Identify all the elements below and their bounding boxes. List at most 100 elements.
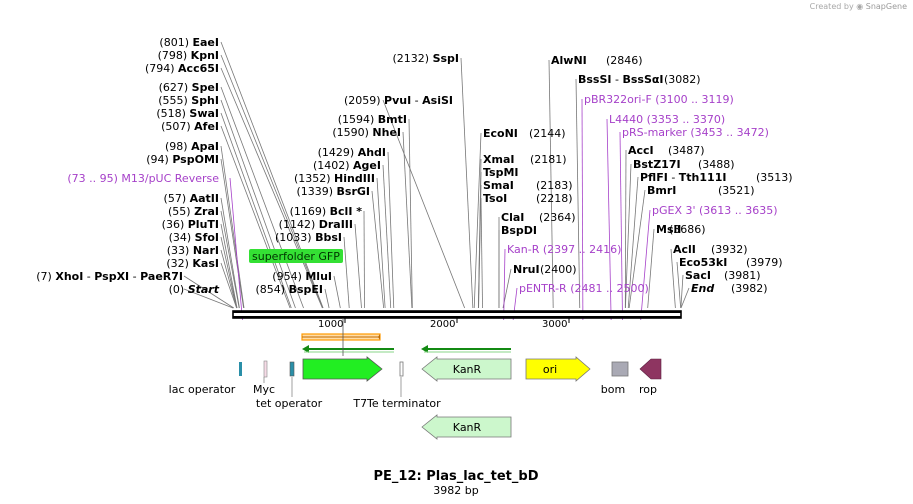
enzyme-label: TsoI [483,192,507,205]
connector-line [220,249,238,309]
svg-text:superfolder GFP: superfolder GFP [252,250,340,263]
enzyme-label: (1169) BclI * [290,205,363,218]
connector-line [183,288,234,309]
enzyme-label: (98) ApaI [165,140,219,153]
connector-line [371,190,385,309]
connector-line [647,228,655,309]
ruler: 1000 2000 3000 [318,317,570,330]
connector-line [408,118,413,309]
enzyme-label: BspDI [501,224,537,237]
enzyme-label: (55) ZraI [168,205,219,218]
connector-line [220,125,291,309]
feature-labels: lac operator Myc tet operator T7Te termi… [169,383,657,410]
enzyme-position: (2183) [536,179,573,192]
enzyme-label: AlwNI [551,54,587,67]
primer-label: Kan-R (2397 .. 2416) [507,243,621,256]
enzyme-label: (2059) PvuI - AsiSI [344,94,453,107]
enzyme-label: (1352) HindIII [294,172,375,185]
primer-label: (73 .. 95) M13/pUC Reverse [67,172,219,185]
feature-t7te-terminator [399,361,404,377]
connector-line [220,197,240,309]
label-myc: Myc [253,383,275,396]
connector-line [343,236,350,309]
enzyme-position: (3982) [731,282,768,295]
connector-line [625,163,632,309]
label-lac-operator: lac operator [169,383,236,396]
connector-line [220,262,237,309]
connector-line [354,223,362,309]
middle-enzyme-labels: (2132) SspI(2059) PvuI - AsiSI(1594) Bmt… [256,52,460,296]
enzyme-label: ClaI [501,211,524,224]
connector-line [376,177,386,309]
enzyme-label: (1142) DraIII [279,218,353,231]
enzyme-label: EcoNI [483,127,518,140]
connector-line [670,248,676,309]
map-size: 3982 bp [433,484,478,497]
snapgene-watermark: Created by ◉ SnapGene [809,2,907,11]
enzyme-label: (798) KpnI [158,49,219,62]
enzyme-label: (954) MluI [272,270,332,283]
connector-line [575,78,581,309]
primer-label: pRS-marker (3453 .. 3472) [622,126,769,139]
backbone [232,310,682,319]
connector-line [382,164,392,309]
connector-line [220,158,244,309]
connector-line [478,184,482,309]
enzyme-label: BstZ17I [633,158,681,171]
enzyme-label: (627) SpeI [159,81,219,94]
connector-line [480,197,483,309]
right-enzyme-labels: AlwNI(2846)BssSI - BssSαI(3082)AccI(3487… [551,54,793,295]
connector-line [220,99,296,309]
enzyme-label: (36) PluTI [162,218,219,231]
connector-line [402,131,413,309]
primer-label: L4440 (3353 .. 3370) [609,113,725,126]
enzyme-label: (801) EaeI [159,36,219,49]
enzyme-label: NruI [513,263,540,276]
svg-text:KanR: KanR [453,363,482,376]
enzyme-position: (3932) [711,243,748,256]
primer-arrow-kanr [421,345,511,353]
enzyme-label: (518) SwaI [156,107,219,120]
enzyme-label: (1429) AhdI [318,146,386,159]
enzyme-label: (32) KasI [166,257,219,270]
connector-line [333,275,341,309]
connector-line [640,209,651,321]
connector-line [220,41,324,309]
map-title: PE_12: Plas_lac_tet_bD [374,469,539,484]
connector-line [220,54,324,309]
connector-line [627,176,639,309]
enzyme-position: (3487) [668,144,705,157]
enzyme-label: BssSI - BssSαI [578,73,664,86]
left-enzyme-labels: (801) EaeI(798) KpnI(794) Acc65I(627) Sp… [36,36,219,296]
orange-strand [301,333,381,341]
feature-lac-operator [239,362,242,376]
enzyme-position: (3521) [718,184,755,197]
connector-line [382,99,466,309]
enzyme-label: (34) SfoI [169,231,219,244]
feature-kanr: KanR [421,356,512,382]
connector-line [581,98,584,321]
enzyme-label: (555) SphI [158,94,219,107]
label-t7te-terminator: T7Te terminator [352,397,441,410]
enzyme-label: (507) AfeI [161,120,219,133]
enzyme-position: (2400) [540,263,577,276]
enzyme-position: (2846) [606,54,643,67]
connector-line [220,210,240,309]
enzyme-label: (1033) BbsI [275,231,342,244]
enzyme-label: BmrI [647,184,676,197]
enzyme-label: (0) Start [169,283,220,296]
enzyme-position: (3513) [756,171,793,184]
connector-line [548,59,554,309]
connector-line [324,288,330,309]
enzyme-position: (3981) [724,269,761,282]
connector-line [460,57,474,309]
connector-line [387,151,395,309]
enzyme-position: (2364) [539,211,576,224]
enzyme-label: Eco53kI [679,256,727,269]
connector-line [619,131,623,321]
enzyme-label: MslI [656,223,681,236]
enzyme-label: End [691,282,714,295]
svg-text:ori: ori [543,363,557,376]
svg-text:KanR: KanR [453,421,482,434]
